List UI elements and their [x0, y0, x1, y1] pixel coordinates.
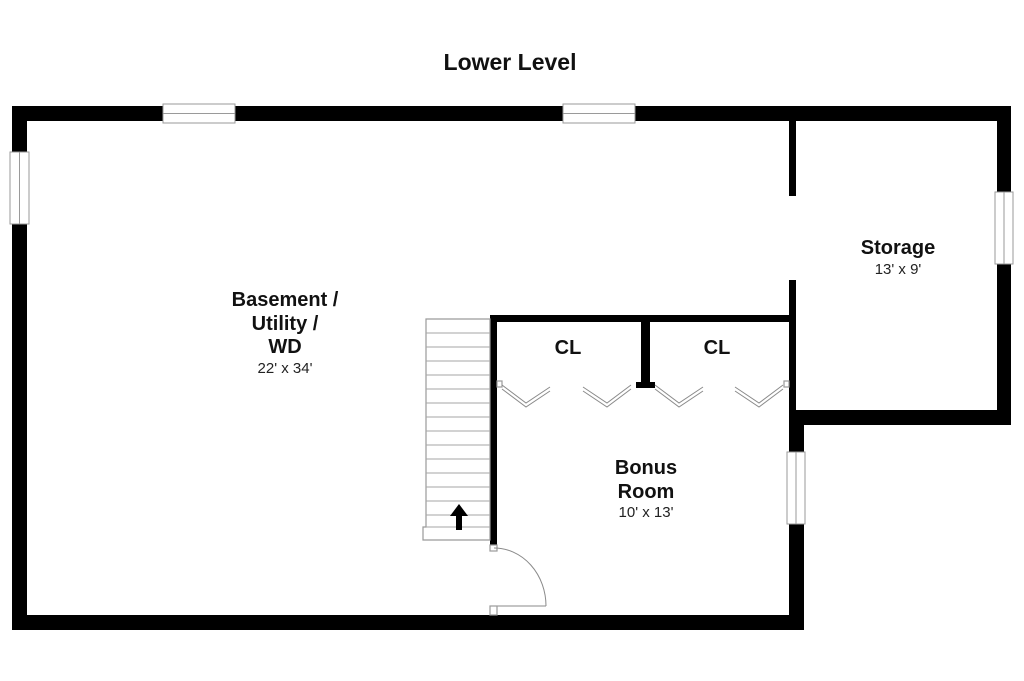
room-name: Utility /	[252, 313, 319, 335]
room-name: WD	[268, 336, 301, 358]
room-name: CL	[555, 337, 582, 359]
wall-closet-divider-cap	[636, 382, 655, 388]
wall-left	[12, 106, 27, 630]
room-name: CL	[704, 337, 731, 359]
wall-bonus-left	[490, 315, 497, 545]
closet-2-bifold-door	[654, 380, 790, 408]
room-dimensions: 22' x 34'	[258, 360, 313, 377]
wall-storage-divider-lower	[789, 280, 796, 410]
room-label-basement: Basement / Utility / WD 22' x 34'	[232, 289, 339, 377]
up-arrow-icon	[450, 504, 468, 530]
room-label-closet-1: CL	[555, 337, 582, 359]
window-top-middle	[562, 103, 636, 124]
room-label-storage: Storage 13' x 9'	[861, 237, 935, 278]
staircase	[422, 318, 491, 541]
window-bonus-right	[786, 451, 806, 525]
room-label-bonus: Bonus Room 10' x 13'	[615, 457, 677, 521]
plan-title: Lower Level	[444, 49, 577, 75]
window-storage-right	[994, 191, 1014, 265]
window-left	[9, 151, 30, 225]
wall-closets-top	[490, 315, 796, 322]
bonus-room-door	[489, 544, 547, 616]
room-name: Basement /	[232, 289, 339, 311]
room-name: Storage	[861, 237, 935, 259]
wall-storage-right	[997, 106, 1011, 425]
interior-walls	[490, 121, 796, 545]
wall-top	[12, 106, 1011, 121]
room-name: Room	[618, 481, 675, 503]
room-dimensions: 10' x 13'	[619, 504, 674, 521]
wall-storage-divider-upper	[789, 121, 796, 196]
window-top-left	[162, 103, 236, 124]
wall-closet-divider	[641, 322, 650, 388]
room-label-closet-2: CL	[704, 337, 731, 359]
room-dimensions: 13' x 9'	[875, 261, 922, 278]
wall-storage-bottom	[789, 410, 1011, 425]
stair-treads	[426, 332, 490, 528]
closet-1-bifold-door	[496, 380, 632, 408]
room-name: Bonus	[615, 457, 677, 479]
wall-bottom	[12, 615, 803, 630]
